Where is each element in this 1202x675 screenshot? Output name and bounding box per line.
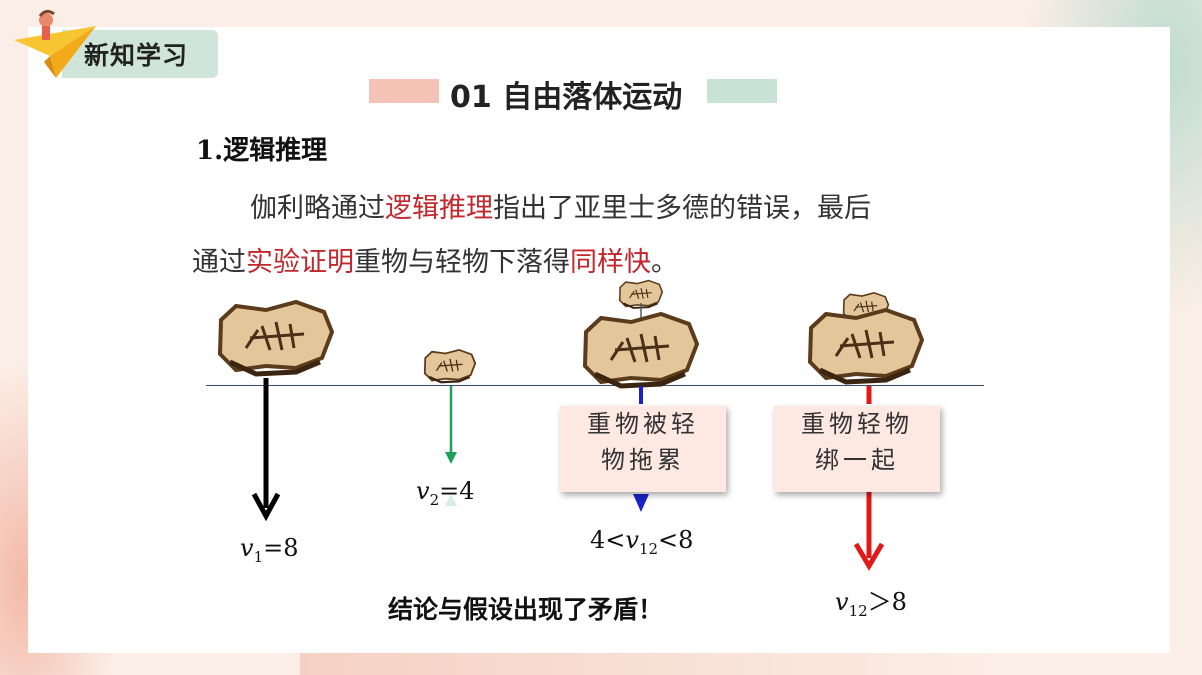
paragraph-line-2: 通过实验证明重物与轻物下落得同样快。 bbox=[192, 240, 678, 279]
velocity-symbol: v bbox=[416, 477, 430, 505]
box-line: 重物被轻 bbox=[587, 410, 699, 438]
heavy-stone-dragged bbox=[585, 314, 697, 386]
velocity-value: =8 bbox=[263, 534, 299, 562]
velocity-v12-greater: v12＞8 bbox=[835, 582, 907, 620]
ground-line bbox=[206, 385, 984, 386]
velocity-v12-range: 4<v12<8 bbox=[590, 526, 693, 558]
conclusion-text: 结论与假设出现了矛盾！ bbox=[388, 595, 664, 624]
paragraph-highlight: 实验证明 bbox=[246, 247, 354, 278]
paragraph-highlight: 同样快 bbox=[570, 247, 651, 278]
paragraph-text: 重物与轻物下落得 bbox=[354, 247, 570, 278]
velocity-value: ＞8 bbox=[867, 588, 907, 616]
velocity-subscript: 12 bbox=[638, 539, 659, 558]
velocity-symbol: v bbox=[835, 588, 849, 616]
paragraph-text: 指出了亚里士多德的错误，最后 bbox=[493, 193, 871, 224]
title-decoration-right bbox=[707, 79, 777, 103]
velocity-subscript: 2 bbox=[429, 490, 440, 509]
velocity-value: <8 bbox=[658, 526, 694, 554]
label-box-tied: 重物轻物 绑一起 bbox=[774, 406, 940, 492]
paragraph-text: 通过 bbox=[192, 247, 246, 278]
paragraph-text: 。 bbox=[651, 247, 678, 278]
title-decoration-left bbox=[369, 79, 439, 103]
paragraph-line-1: 伽利略通过逻辑推理指出了亚里士多德的错误，最后 bbox=[250, 186, 871, 225]
paragraph-highlight: 逻辑推理 bbox=[385, 193, 493, 224]
velocity-subscript: 12 bbox=[848, 601, 868, 620]
velocity-subscript: 1 bbox=[253, 547, 264, 566]
page-title: 01 自由落体运动 bbox=[450, 80, 683, 115]
light-arrow-ghost bbox=[445, 494, 457, 506]
section-heading: 1.逻辑推理 bbox=[196, 136, 328, 166]
velocity-symbol: v bbox=[240, 534, 254, 562]
light-arrow-head bbox=[445, 452, 457, 464]
velocity-v1: v1=8 bbox=[240, 534, 299, 566]
paragraph-text: 伽利略通过 bbox=[250, 193, 385, 224]
light-stone bbox=[423, 348, 477, 384]
box-line: 重物轻物 bbox=[801, 410, 913, 438]
velocity-prefix: 4< bbox=[590, 526, 626, 554]
velocity-v2: v2=4 bbox=[416, 477, 475, 509]
paper-plane-icon bbox=[14, 9, 96, 78]
tied-arrow-head bbox=[853, 542, 885, 571]
dragged-arrow-head bbox=[633, 494, 649, 512]
velocity-value: =4 bbox=[439, 477, 475, 505]
header-tab bbox=[62, 30, 218, 78]
box-line: 物拖累 bbox=[601, 446, 685, 474]
heavy-arrow-head bbox=[251, 492, 281, 522]
label-box-dragged: 重物被轻 物拖累 bbox=[560, 406, 726, 492]
heavy-stone-stacked bbox=[810, 310, 922, 382]
box-line: 绑一起 bbox=[815, 446, 899, 474]
velocity-symbol: v bbox=[625, 526, 639, 554]
header-label: 新知学习 bbox=[84, 41, 189, 70]
heavy-stone bbox=[220, 302, 332, 374]
